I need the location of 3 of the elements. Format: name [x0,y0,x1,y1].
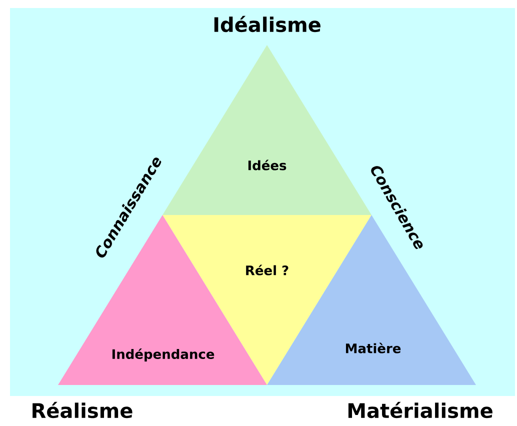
label: Réalisme [32,402,132,418]
label: Matérialisme [348,402,492,418]
triangle-region: Idées [162,45,372,215]
